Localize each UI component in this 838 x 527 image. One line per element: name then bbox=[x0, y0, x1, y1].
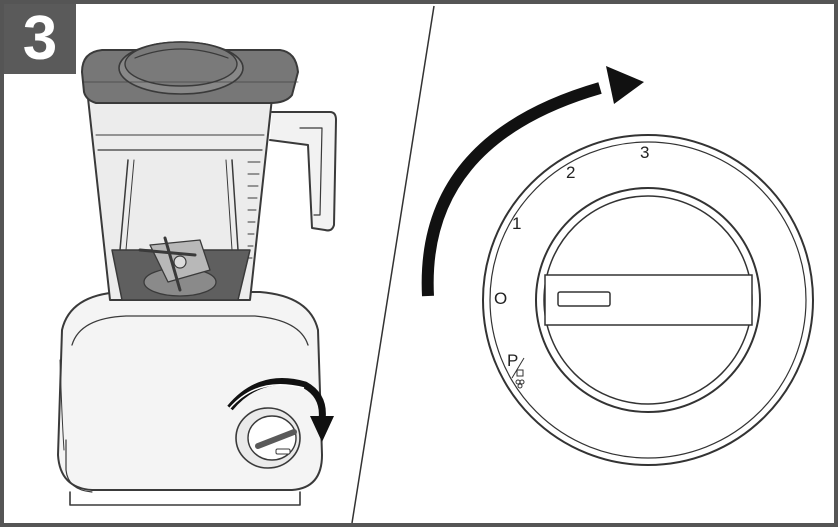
dial-knob-ring bbox=[535, 187, 761, 413]
dial-outer-ring bbox=[482, 134, 814, 466]
dial-indicator bbox=[557, 291, 611, 307]
blender-lid bbox=[81, 41, 299, 104]
blender-illustration bbox=[57, 41, 337, 506]
jar-handle bbox=[269, 111, 337, 232]
rotation-arrow-icon bbox=[227, 378, 334, 442]
pulse-icon bbox=[511, 357, 525, 389]
motor-base bbox=[57, 291, 323, 506]
step-number-badge: 3 bbox=[4, 4, 76, 74]
dial-label-2: 2 bbox=[566, 163, 575, 182]
blender-dial bbox=[235, 407, 301, 469]
dial-label-1: 1 bbox=[512, 214, 521, 233]
dial-label-3: 3 bbox=[640, 143, 649, 162]
dial-label-pulse: P bbox=[507, 351, 518, 370]
dial-detail: 3 2 1 O P bbox=[482, 134, 814, 466]
panel-divider bbox=[351, 5, 435, 524]
dial-grip bbox=[544, 274, 753, 326]
blender-jar bbox=[87, 97, 273, 301]
turn-dial-arrow-icon bbox=[421, 66, 644, 297]
dial-label-off: O bbox=[494, 289, 507, 308]
